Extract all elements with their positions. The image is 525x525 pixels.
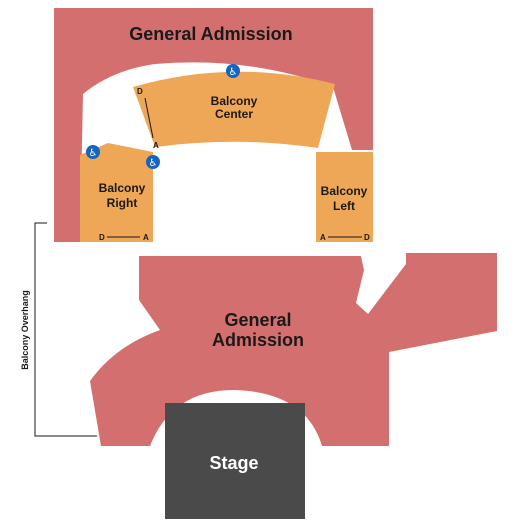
balcony-overhang-label: Balcony Overhang: [20, 290, 30, 370]
balcony-center-row-start: D: [137, 87, 143, 96]
balcony-right-row-start: D: [99, 233, 105, 242]
balcony-overhang-indicator: Balcony Overhang: [20, 222, 97, 437]
stage-label: Stage: [209, 453, 258, 473]
wheelchair-icon: ♿: [226, 64, 240, 78]
section-ga-lower[interactable]: General Admission: [90, 253, 497, 446]
balcony-center-label-line2: Center: [215, 107, 253, 121]
svg-text:♿: ♿: [229, 67, 238, 78]
section-balcony-center[interactable]: Balcony Center D A: [133, 71, 335, 150]
section-balcony-right[interactable]: Balcony Right D A: [80, 143, 153, 242]
svg-text:♿: ♿: [89, 148, 98, 159]
section-ga-upper[interactable]: General Admission: [54, 8, 373, 242]
balcony-center-label-line1: Balcony: [211, 94, 258, 108]
balcony-left-row-end: D: [364, 233, 370, 242]
balcony-right-row-end: A: [143, 233, 149, 242]
svg-text:♿: ♿: [149, 158, 158, 169]
ga-lower-label-line1: General: [224, 310, 291, 330]
balcony-left-label-line2: Left: [333, 199, 355, 213]
section-balcony-left[interactable]: Balcony Left A D: [316, 152, 373, 242]
wheelchair-icon: ♿: [146, 155, 160, 169]
balcony-center-row-end: A: [153, 141, 159, 150]
balcony-center-row-line: [144, 97, 154, 139]
stage: Stage: [165, 403, 305, 519]
balcony-left-row-start: A: [320, 233, 326, 242]
ga-lower-label-line2: Admission: [212, 330, 304, 350]
balcony-right-label-line2: Right: [107, 196, 138, 210]
balcony-right-label-line1: Balcony: [99, 181, 146, 195]
ga-upper-label: General Admission: [129, 24, 292, 44]
wheelchair-icon: ♿: [86, 145, 100, 159]
balcony-left-label-line1: Balcony: [321, 184, 368, 198]
